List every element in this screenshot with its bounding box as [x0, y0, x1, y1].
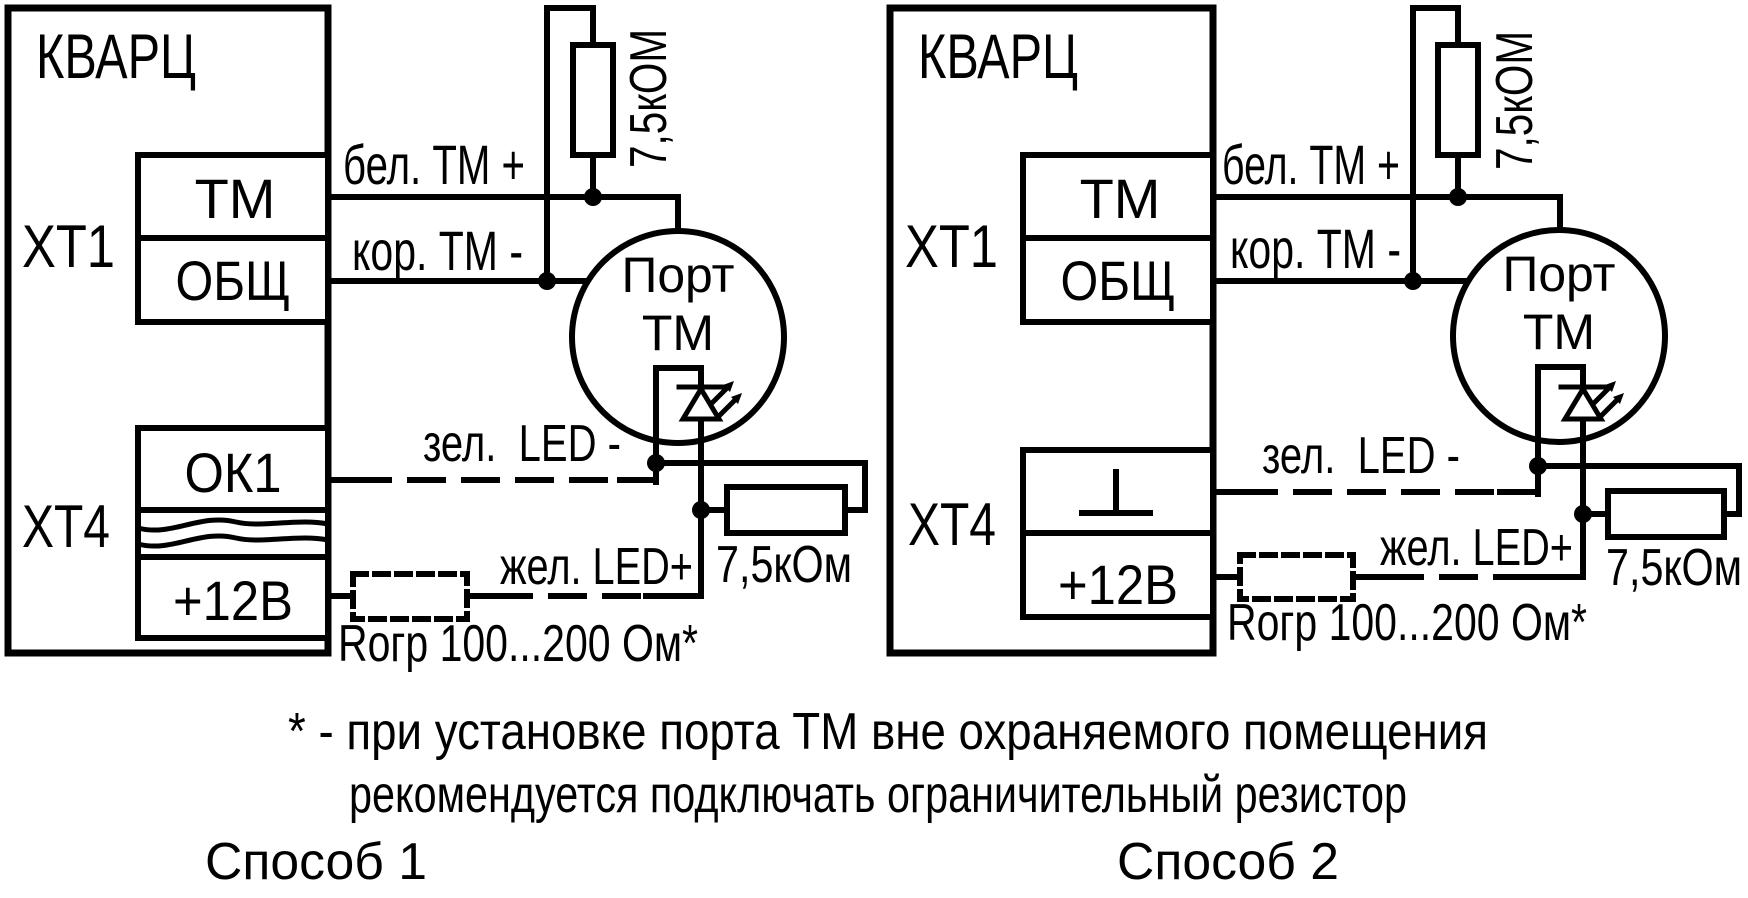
wire-label-tm-plus: бел. ТМ + — [343, 133, 525, 196]
method-caption: Способ 1 — [205, 833, 427, 891]
limiter-resistor-value: Rогр 100...200 Ом* — [1227, 594, 1587, 652]
wire-label-led-plus: жел. LED+ — [500, 538, 693, 596]
connector-xt1-name: ХТ1 — [905, 213, 998, 280]
wire-label-tm-minus: кор. ТМ - — [1230, 217, 1401, 280]
device-box — [886, 4, 1217, 657]
shunt-resistor-value: 7,5кОм — [1606, 539, 1742, 597]
connector-xt1: ТМ ОБЩ — [1020, 152, 1216, 325]
led-ray — [1589, 383, 1614, 408]
junction-dot — [1574, 505, 1592, 523]
junction-dot — [647, 454, 665, 472]
led-ray — [707, 383, 732, 408]
tm-port-label-1: Порт — [1503, 246, 1616, 302]
wavy-break-icon — [134, 517, 331, 533]
tm-port-circle — [569, 228, 787, 446]
junction-dot — [1529, 457, 1547, 475]
terminal-ok1-label: ОК1 — [185, 441, 282, 504]
footnote-line-1: * - при установке порта ТМ вне охраняемо… — [288, 703, 1488, 761]
wire-label-led-minus: зел. LED - — [1262, 427, 1460, 485]
wire-label-tm-plus: бел. ТМ + — [1222, 133, 1400, 196]
wire-segment — [1535, 463, 1742, 517]
shunt-resistor-value: 7,5кОм — [716, 536, 852, 594]
tm-port-label-2: ТМ — [1523, 304, 1595, 360]
wire-segment — [653, 460, 868, 513]
terminal-12v-label: +12В — [1058, 553, 1178, 616]
connector-xt4: +12В — [1020, 447, 1216, 620]
device-box — [4, 4, 332, 657]
shunt-resistor-body — [724, 484, 848, 536]
terminal-common-label: ОБЩ — [176, 249, 291, 312]
led-diode-icon — [1558, 381, 1624, 422]
pullup-resistor-body — [1435, 42, 1481, 158]
shunt-resistor-branch — [653, 460, 868, 536]
shunt-resistor-body — [1605, 488, 1727, 540]
wire-label-led-plus: жел. LED+ — [1380, 519, 1573, 577]
device-title: КВАРЦ — [918, 22, 1078, 92]
connector-xt4-body — [135, 425, 331, 641]
diagram-method-1: КВАРЦ ТМ ОБЩ ХТ1 ОК1 +12В ХТ4 Порт ТМ — [4, 4, 868, 891]
terminal-tm-label: ТМ — [1080, 167, 1161, 230]
footnote: * - при установке порта ТМ вне охраняемо… — [288, 703, 1488, 824]
method-caption: Способ 2 — [1117, 833, 1339, 891]
wire-label-tm-minus: кор. ТМ - — [352, 219, 523, 282]
led-ray — [1597, 395, 1622, 420]
pullup-resistor-body — [570, 42, 616, 158]
limiter-resistor-value: Rогр 100...200 Ом* — [338, 615, 698, 673]
wire-led-plus — [1210, 552, 1586, 602]
limiter-resistor-box — [350, 571, 470, 622]
junction-dot — [1449, 188, 1467, 206]
wavy-break-icon — [134, 533, 331, 549]
footnote-line-2: рекомендуется подключать ограничительный… — [349, 766, 1407, 824]
led-ray-arrowhead — [1613, 393, 1624, 404]
limiter-resistor-box — [1237, 552, 1356, 602]
led-ray — [715, 395, 740, 420]
connector-xt4-name: ХТ4 — [22, 493, 110, 560]
tm-port-label-1: Порт — [622, 247, 735, 303]
wire-tm-plus — [325, 194, 681, 237]
ground-icon — [1079, 469, 1153, 516]
junction-dot — [584, 188, 602, 206]
led-ray-arrowhead — [723, 381, 734, 392]
tm-contact-pocket — [1535, 364, 1586, 580]
connector-xt1: ТМ ОБЩ — [135, 152, 331, 325]
junction-dot — [1404, 272, 1422, 290]
pullup-resistor-value: 7,5кОМ — [620, 29, 678, 168]
wire-led-plus — [325, 571, 704, 622]
junction-dot — [538, 272, 556, 290]
led-ray-arrowhead — [1605, 381, 1616, 392]
pullup-resistor-value: 7,5кОМ — [1486, 31, 1544, 170]
device-title: КВАРЦ — [36, 22, 196, 92]
junction-dot — [692, 501, 710, 519]
tm-contact-pocket — [653, 365, 704, 598]
wire-label-led-minus: зел. LED - — [423, 415, 621, 473]
terminal-12v-label: +12В — [173, 569, 293, 632]
pullup-resistor-branch — [544, 5, 616, 284]
diagram-method-2: КВАРЦ ТМ ОБЩ ХТ1 +12В ХТ4 Порт ТМ — [886, 4, 1742, 891]
terminal-tm-label: ТМ — [195, 167, 276, 230]
tm-port-label-2: ТМ — [642, 305, 714, 361]
connector-xt4: ОК1 +12В — [134, 425, 331, 641]
led-diode-icon — [676, 381, 742, 422]
led-ray-arrowhead — [731, 393, 742, 404]
connector-xt1-name: ХТ1 — [22, 213, 115, 280]
connector-xt4-name: ХТ4 — [908, 491, 996, 558]
terminal-common-label: ОБЩ — [1061, 249, 1176, 312]
pullup-resistor-branch — [1410, 5, 1481, 284]
